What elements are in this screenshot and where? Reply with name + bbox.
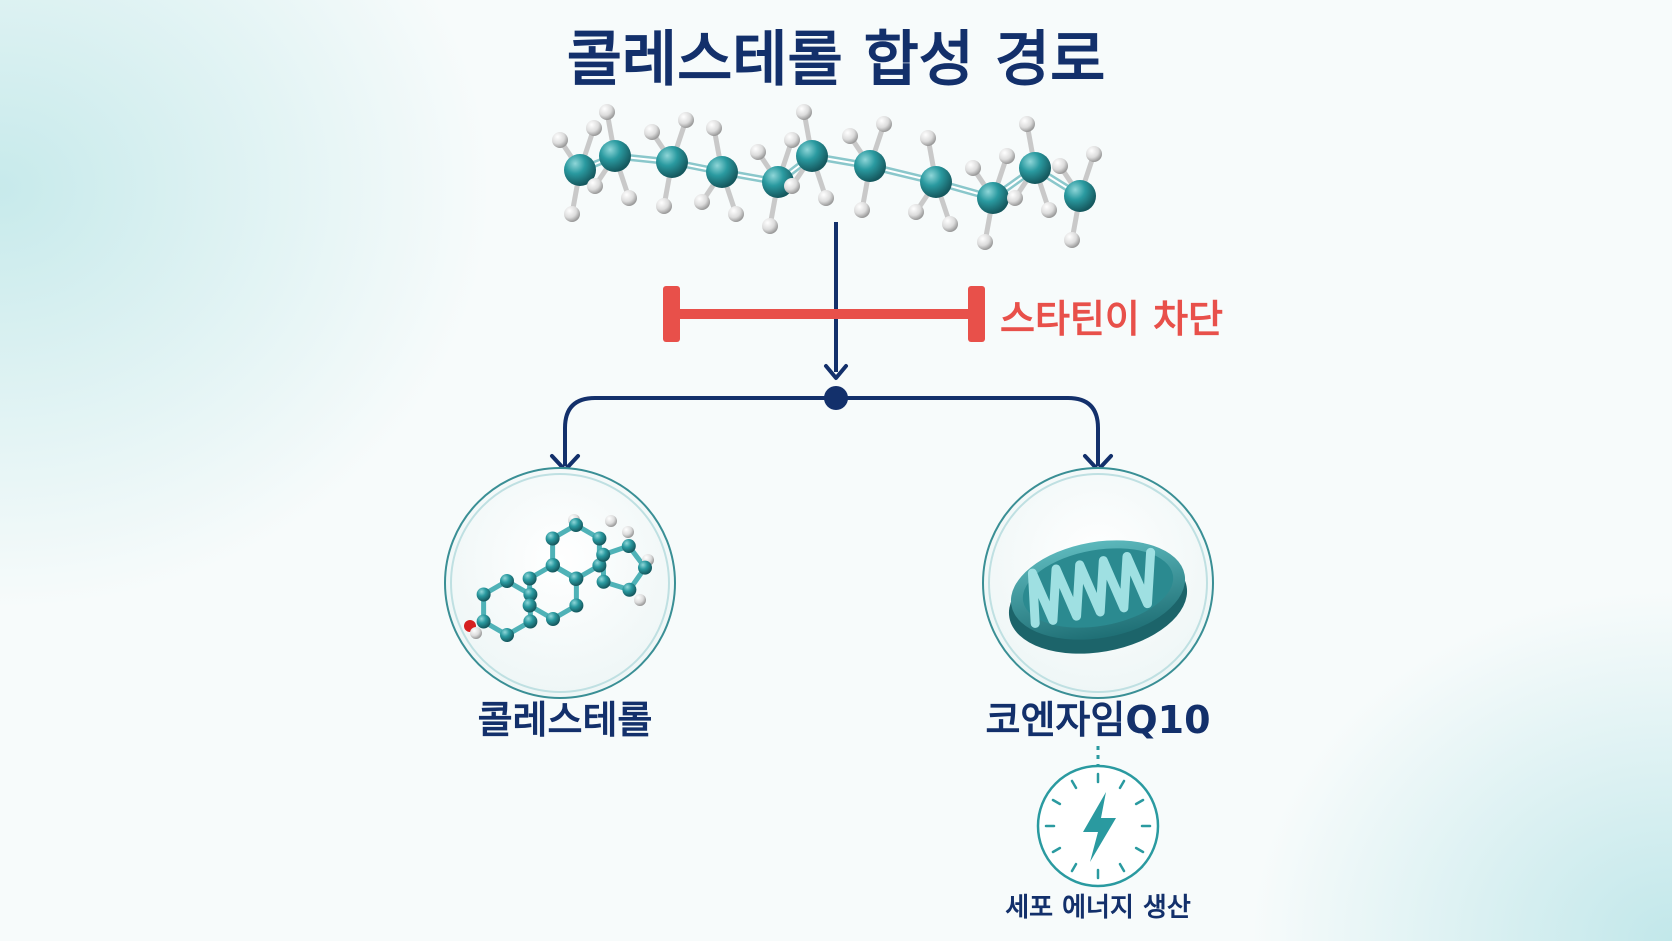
branch-arrow-left — [563, 396, 836, 466]
hydrogen-atom — [656, 198, 672, 214]
hydrogen-atom — [796, 104, 812, 120]
steroid-carbon-atom — [522, 598, 537, 613]
chain-atoms — [552, 104, 1102, 250]
hydrogen-atom — [977, 234, 993, 250]
hydrogen-atom — [599, 104, 615, 120]
hydrogen-atom — [728, 206, 744, 222]
steroid-substituent-atom — [470, 627, 482, 639]
steroid-carbon-atom — [523, 587, 538, 602]
hydrogen-atom — [762, 218, 778, 234]
carbon-atom — [1064, 180, 1096, 212]
hydrogen-atom — [750, 144, 766, 160]
hydrogen-atom — [694, 194, 710, 210]
hydrogen-atom — [621, 190, 637, 206]
carbon-atom — [564, 154, 596, 186]
steroid-substituent-atom — [634, 594, 646, 606]
hydrogen-atom — [999, 148, 1015, 164]
steroid-carbon-atom — [569, 518, 583, 532]
carbon-atom — [706, 156, 738, 188]
mitochondria-icon — [1008, 540, 1188, 654]
steroid-carbon-atom — [637, 560, 652, 575]
carbon-atom — [977, 182, 1009, 214]
energy-tick — [1051, 798, 1062, 806]
steroid-atoms — [464, 514, 654, 642]
hydrogen-atom — [1064, 232, 1080, 248]
steroid-carbon-atom — [500, 628, 514, 642]
steroid-carbon-atom — [500, 574, 514, 588]
energy-tick — [1134, 798, 1145, 806]
lightning-icon — [1083, 792, 1116, 862]
steroid-carbon-atom — [622, 582, 637, 597]
carbon-atom — [854, 150, 886, 182]
statin-block-label: 스타틴이 차단 — [1000, 297, 1223, 341]
steroid-substituent-atom — [622, 526, 634, 538]
energy-tick — [1118, 779, 1126, 790]
steroid-carbon-atom — [596, 574, 611, 589]
hydrogen-atom — [552, 132, 568, 148]
hydrogen-atom — [908, 204, 924, 220]
energy-tick — [1051, 846, 1062, 854]
hydrogen-atom — [1007, 190, 1023, 206]
steroid-carbon-atom — [592, 531, 607, 546]
hydrogen-atom — [842, 128, 858, 144]
hydrogen-atom — [942, 216, 958, 232]
page-title: 콜레스테롤 합성 경로 — [567, 25, 1106, 95]
coq10-node — [982, 467, 1214, 699]
hydrogen-atom — [644, 124, 660, 140]
hydrogen-atom — [564, 206, 580, 222]
energy-tick — [1118, 862, 1126, 873]
energy-tick — [1070, 862, 1078, 873]
steroid-carbon-atom — [596, 547, 611, 562]
steroid-carbon-atom — [522, 571, 537, 586]
steroid-carbon-atom — [523, 614, 538, 629]
hydrogen-atom — [1019, 116, 1035, 132]
carbon-atom — [796, 140, 828, 172]
hydrogen-atom — [965, 160, 981, 176]
cholesterol-node — [444, 467, 676, 699]
energy-tick — [1134, 846, 1145, 854]
carbon-atom — [920, 166, 952, 198]
statin-block-bar — [663, 286, 985, 342]
coq10-label: 코엔자임Q10 — [985, 698, 1210, 742]
chain-bonds — [557, 111, 1097, 243]
hydrogen-atom — [586, 120, 602, 136]
steroid-carbon-atom — [545, 531, 560, 546]
steroid-carbon-atom — [569, 598, 584, 613]
hydrogen-atom — [784, 178, 800, 194]
steroid-carbon-atom — [592, 558, 607, 573]
steroid-carbon-atom — [546, 612, 560, 626]
cholesterol-label: 콜레스테롤 — [478, 698, 653, 742]
steroid-carbon-atom — [545, 558, 560, 573]
main-arrow-head — [824, 364, 848, 380]
hydrogen-atom — [587, 178, 603, 194]
steroid-carbon-atom — [621, 539, 636, 554]
energy-node — [1036, 764, 1160, 888]
hydrogen-atom — [876, 116, 892, 132]
steroid-carbon-atom — [569, 572, 583, 586]
carbon-atom — [656, 146, 688, 178]
branch-arrow-right — [836, 396, 1100, 466]
carbon-chain-molecule-icon — [552, 104, 1102, 250]
steroid-substituent-atom — [605, 515, 617, 527]
steroid-carbon-atom — [476, 587, 491, 602]
carbon-atom — [1019, 152, 1051, 184]
hydrogen-atom — [678, 112, 694, 128]
hydrogen-atom — [818, 190, 834, 206]
hydrogen-atom — [920, 130, 936, 146]
hydrogen-atom — [784, 132, 800, 148]
energy-tick — [1070, 779, 1078, 790]
hydrogen-atom — [1052, 158, 1068, 174]
hydrogen-atom — [1041, 202, 1057, 218]
steroid-molecule-icon — [464, 514, 654, 642]
steroid-carbon-atom — [476, 614, 491, 629]
hydrogen-atom — [854, 202, 870, 218]
carbon-atom — [599, 140, 631, 172]
hydrogen-atom — [706, 120, 722, 136]
hydrogen-atom — [1086, 146, 1102, 162]
energy-label: 세포 에너지 생산 — [1005, 893, 1191, 923]
